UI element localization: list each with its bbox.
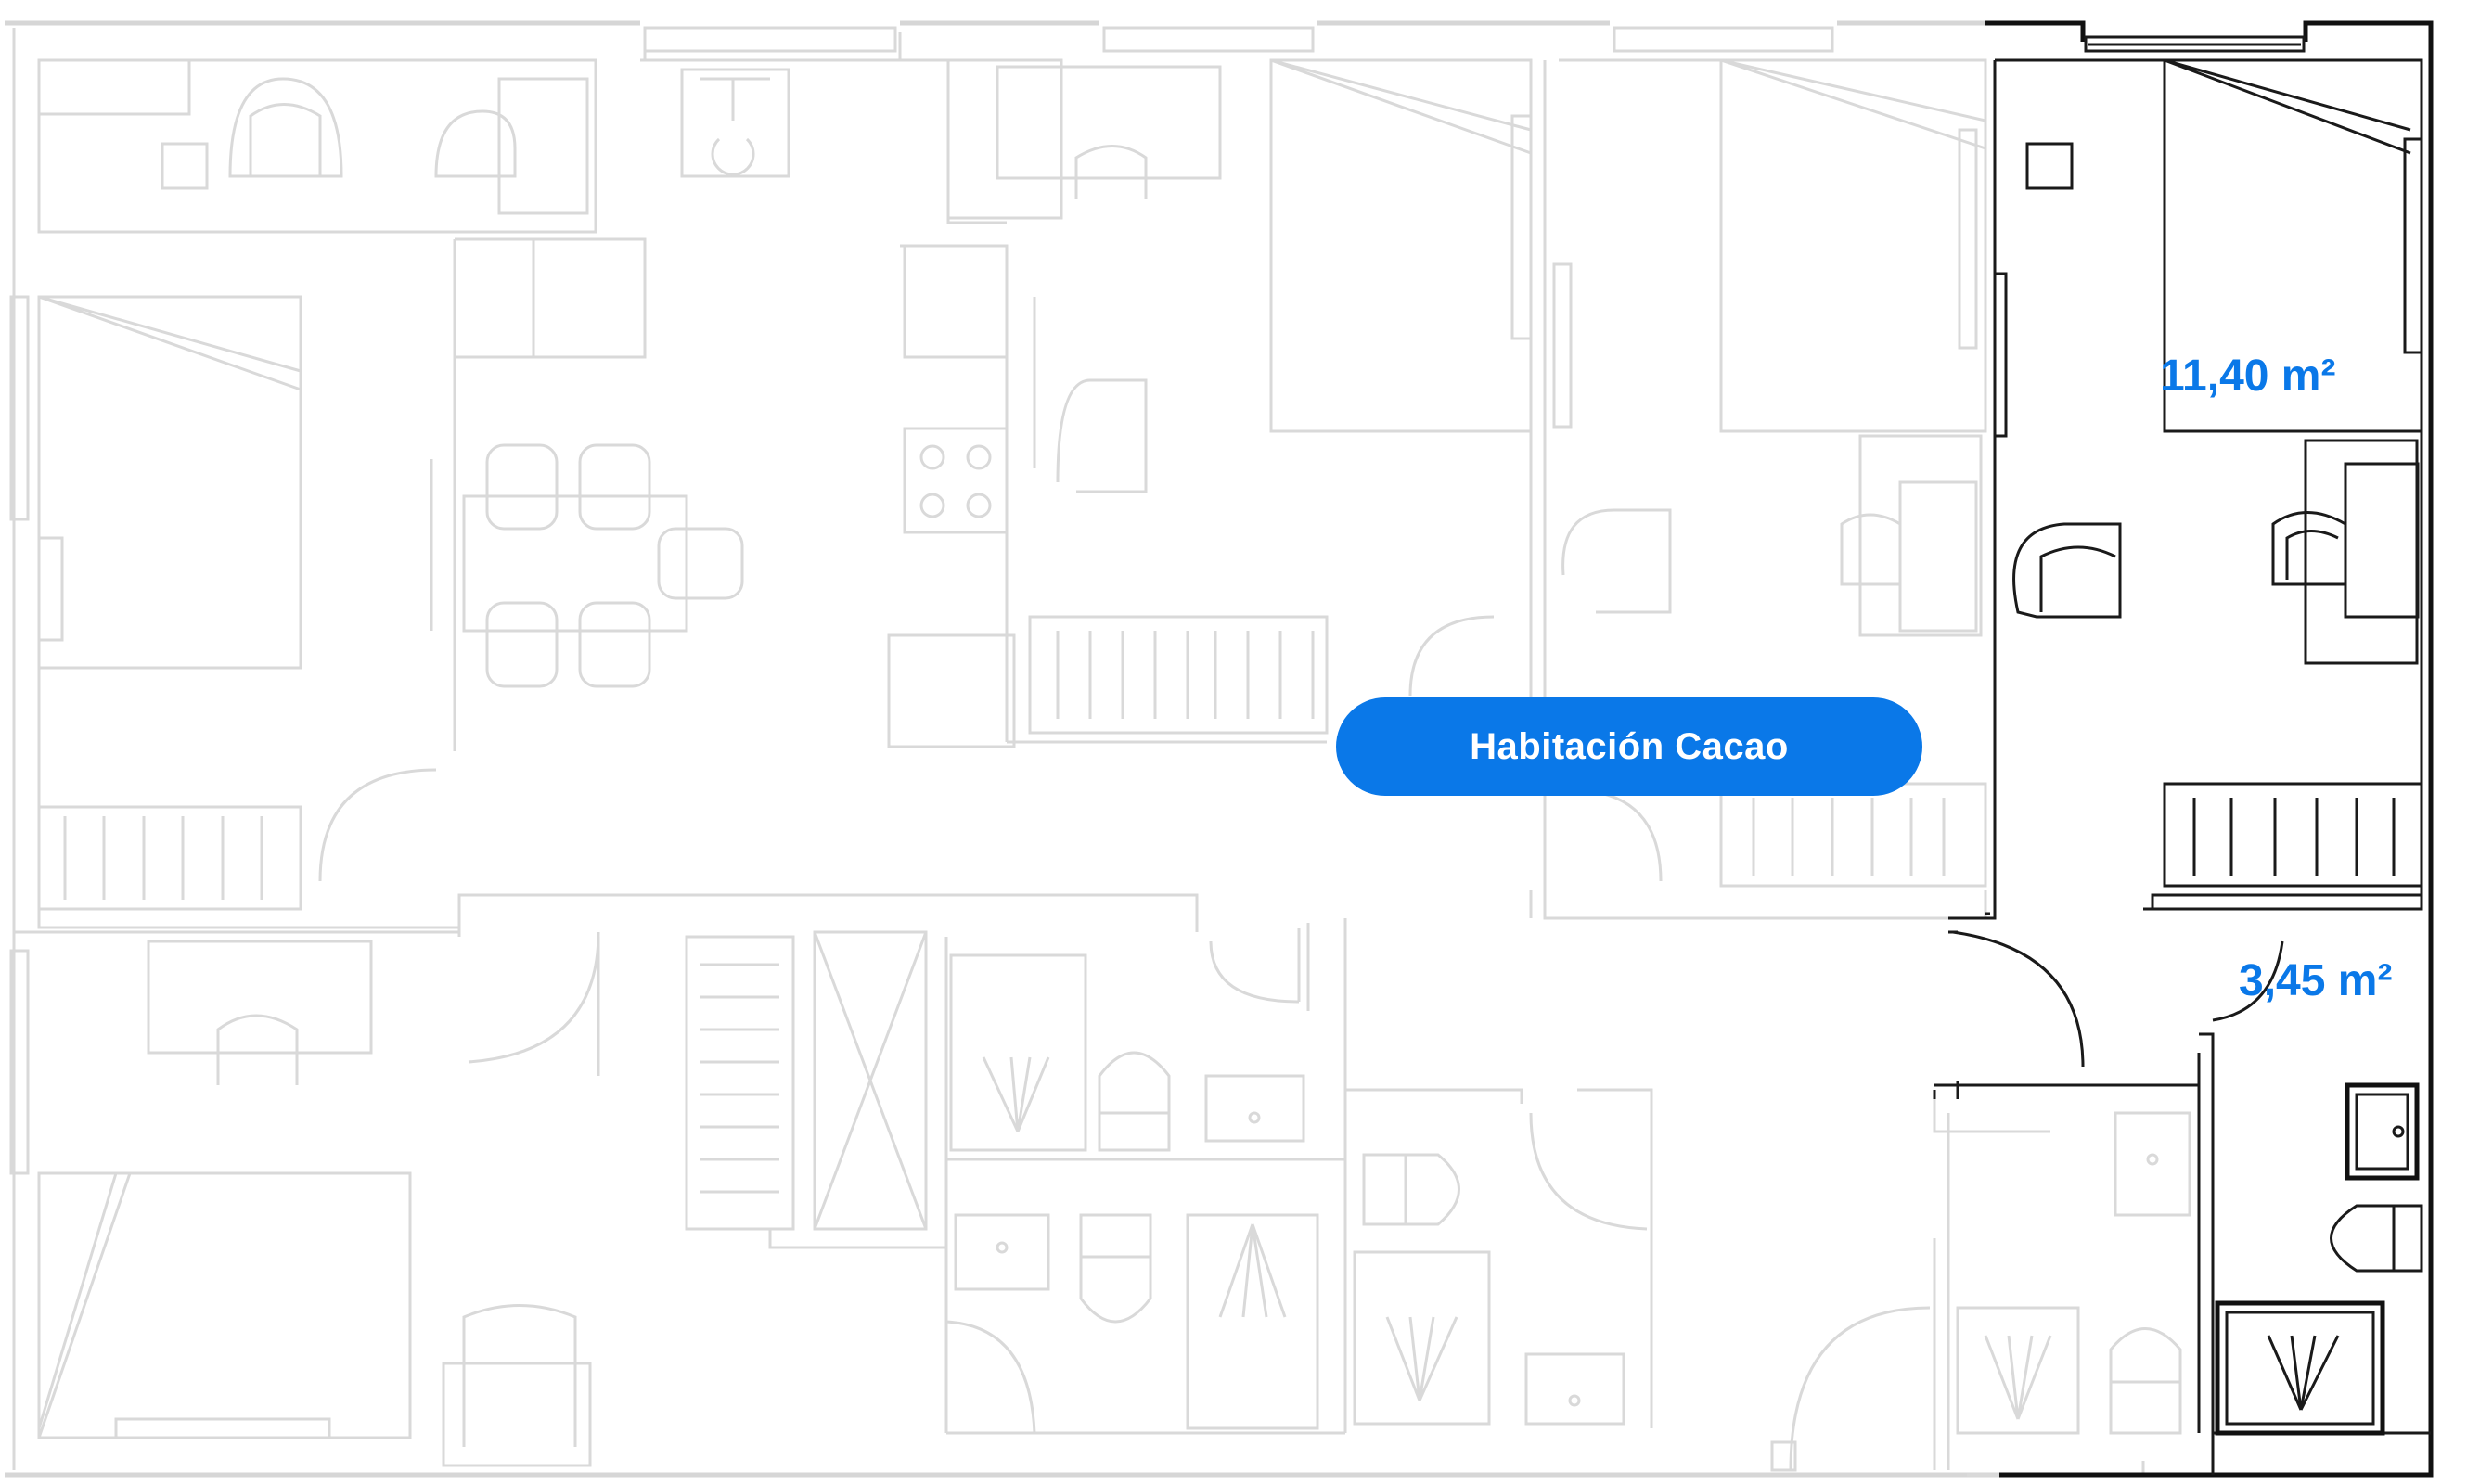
radiator-icon xyxy=(2403,137,2423,354)
sink-icon xyxy=(2114,1111,2191,1217)
bath-area-label: 3,45 m² xyxy=(2239,956,2393,1005)
toilet-icon xyxy=(1079,1213,1152,1324)
bed-icon xyxy=(37,295,302,670)
highlighted-room xyxy=(1933,20,2434,1478)
toilet-icon xyxy=(2330,1204,2423,1273)
left-window xyxy=(9,949,30,1175)
shower-icon xyxy=(1956,1306,2080,1435)
sink-icon xyxy=(1524,1352,1625,1426)
sink-icon xyxy=(1204,1074,1305,1143)
wardrobe-icon xyxy=(37,805,302,911)
toilet-icon xyxy=(1362,1153,1460,1226)
bed-icon xyxy=(2163,58,2423,433)
bed-icon xyxy=(1719,58,1987,433)
desk-chair-icon xyxy=(485,443,744,688)
top-window xyxy=(643,26,1834,53)
shower-icon xyxy=(1186,1213,1319,1430)
door-swing-icon xyxy=(2212,940,2284,1022)
left-window xyxy=(9,295,30,521)
bed-icon xyxy=(1269,58,1533,433)
shower-icon xyxy=(949,953,1087,1152)
desk-chair-icon xyxy=(1561,434,1983,637)
room-label[interactable]: Habitación Cacao xyxy=(1336,697,1922,796)
wardrobe-icon xyxy=(2151,782,2423,911)
sink-icon xyxy=(954,1213,1050,1291)
sink-icon xyxy=(700,77,770,176)
sink-icon xyxy=(2345,1082,2420,1181)
bed-icon xyxy=(37,1171,412,1439)
toilet-icon xyxy=(2109,1327,2182,1435)
desk-chair-icon xyxy=(228,77,343,178)
desk-chair-icon xyxy=(2012,522,2122,619)
stove-icon xyxy=(903,427,1009,534)
room-area-label: 11,40 m² xyxy=(2160,352,2336,401)
faint-plan xyxy=(5,20,2191,1478)
shower-icon xyxy=(2215,1300,2385,1436)
wardrobe-icon xyxy=(685,935,795,1231)
door-swing-icon xyxy=(1952,930,2085,1068)
shower-icon xyxy=(1353,1250,1491,1426)
top-window xyxy=(2084,35,2306,53)
toilet-icon xyxy=(1098,1051,1171,1152)
wardrobe-icon xyxy=(1719,782,1987,888)
desk-icon xyxy=(2271,439,2420,665)
wardrobe-icon xyxy=(1028,615,1329,735)
